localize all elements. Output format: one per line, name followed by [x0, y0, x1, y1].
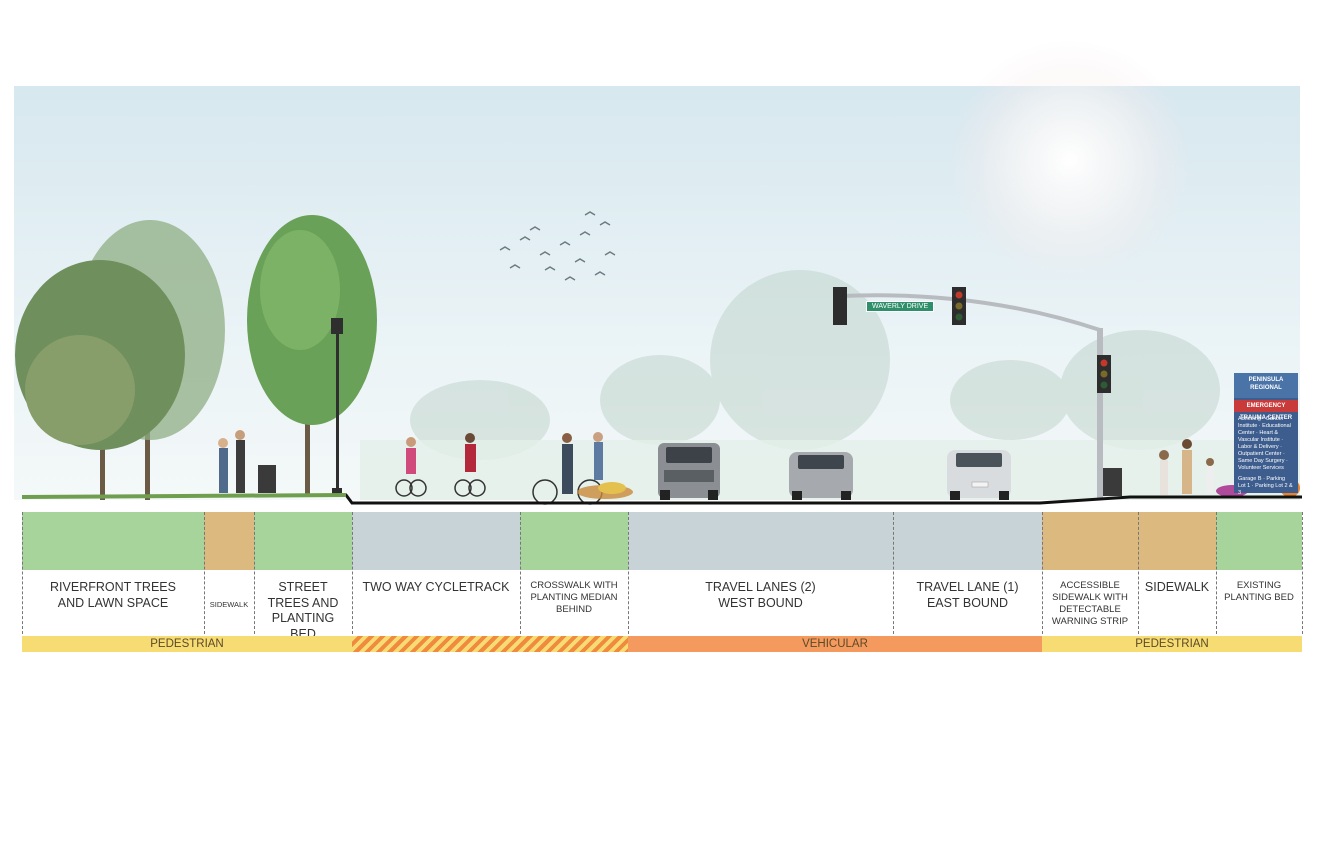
street-tree	[247, 215, 377, 495]
zone-divider	[1138, 512, 1139, 634]
trash-can	[1102, 468, 1122, 496]
sedan-westbound	[789, 452, 853, 500]
emergency-banner: EMERGENCY TRAUMA CENTER	[1234, 400, 1298, 421]
hospital-sign: PENINSULA REGIONAL EMERGENCY TRAUMA CENT…	[1234, 373, 1298, 496]
category-band: PEDESTRIAN	[1042, 636, 1302, 652]
zone-color-swatch	[520, 512, 628, 570]
riverfront-trees	[15, 220, 225, 500]
hospital-parking: Garage B · Parking Lot 1 · Parking Lot 2…	[1238, 476, 1293, 496]
zone-label: TRAVEL LANE (1)EAST BOUND	[916, 580, 1019, 610]
zone-cycletrack: TWO WAY CYCLETRACK	[352, 512, 520, 634]
zone-divider	[22, 512, 23, 634]
traffic-signal	[833, 287, 1111, 498]
category-band	[352, 636, 628, 652]
category-band: VEHICULAR	[628, 636, 1042, 652]
category-band: PEDESTRIAN	[22, 636, 352, 652]
zone-color-swatch	[1216, 512, 1302, 570]
zone-divider	[254, 512, 255, 634]
zone-divider	[352, 512, 353, 634]
zone-travel-east: TRAVEL LANE (1)EAST BOUND	[893, 512, 1042, 634]
zone-divider	[520, 512, 521, 634]
flower-planting	[577, 482, 633, 499]
lawn-surface	[22, 493, 346, 499]
zone-divider	[1042, 512, 1043, 634]
zone-color-swatch	[1138, 512, 1216, 570]
zone-color-swatch	[1042, 512, 1138, 570]
zone-divider	[893, 512, 894, 634]
zone-sidewalk-right: SIDEWALK	[1138, 512, 1216, 634]
street-name-sign: WAVERLY DRIVE	[866, 301, 935, 312]
trash-can	[258, 465, 276, 493]
zone-label: SIDEWALK	[1144, 580, 1210, 594]
zone-color-swatch	[628, 512, 893, 570]
pedestrians-left	[218, 430, 245, 493]
sun-glow	[950, 40, 1190, 280]
zone-color-swatch	[22, 512, 204, 570]
zone-divider	[204, 512, 205, 634]
zone-color-swatch	[893, 512, 1042, 570]
zone-color-swatch	[254, 512, 352, 570]
zone-divider	[1216, 512, 1217, 634]
pedestrians-right	[1159, 439, 1214, 495]
hospital-name: PENINSULA REGIONAL	[1234, 373, 1298, 398]
suv-westbound	[658, 443, 720, 500]
car-eastbound	[947, 450, 1011, 500]
zone-label: TRAVEL LANES (2)WEST BOUND	[705, 580, 816, 610]
zone-divider	[1302, 512, 1303, 634]
hospital-services: Admitting · Cancer Institute · Education…	[1238, 416, 1291, 471]
zone-divider	[628, 512, 629, 634]
zone-sidewalk-left: SIDEWALK	[204, 512, 254, 634]
zone-travel-west: TRAVEL LANES (2)WEST BOUND	[628, 512, 893, 634]
birds	[499, 211, 616, 281]
zone-label: SIDEWALK	[209, 600, 249, 609]
zone-label: TWO WAY CYCLETRACK	[362, 580, 510, 594]
street-lamp	[331, 318, 343, 495]
cyclists	[395, 432, 603, 505]
zone-color-swatch	[352, 512, 520, 570]
zone-color-swatch	[204, 512, 254, 570]
